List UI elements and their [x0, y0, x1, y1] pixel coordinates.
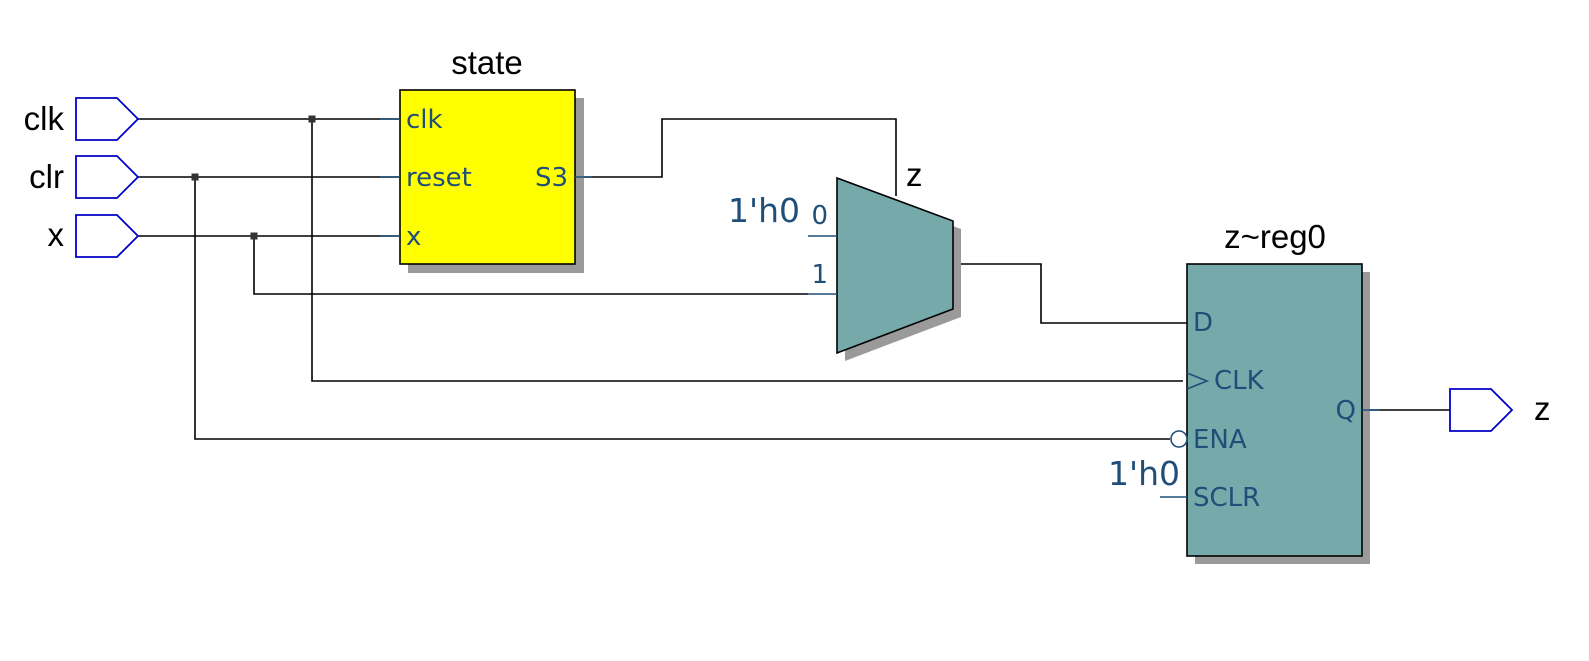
input-pin-clr[interactable]: clr: [29, 155, 140, 199]
register-port-ena: ENA: [1193, 425, 1247, 455]
register-title: z~reg0: [1224, 218, 1326, 255]
register-port-clk: CLK: [1214, 366, 1265, 396]
wire-clr[interactable]: [138, 176, 1170, 440]
input-pin-x-label: x: [48, 216, 65, 253]
junction-x: [250, 232, 258, 240]
wire-s3-to-mux-sel[interactable]: [576, 118, 897, 196]
mux[interactable]: 0 1 1'h0 z: [728, 156, 961, 361]
wire-mux-to-d[interactable]: [953, 263, 1187, 324]
mux-body: [836, 176, 954, 355]
input-pin-clr-label: clr: [29, 158, 64, 195]
register-port-q: Q: [1336, 396, 1356, 426]
state-block[interactable]: state clk reset x S3: [380, 44, 592, 273]
register-body: [1186, 263, 1363, 557]
input-pin-clk-label: clk: [24, 100, 65, 137]
wire-clk[interactable]: [138, 118, 1183, 382]
register-z-reg0[interactable]: z~reg0 D CLK ENA SCLR Q 1'h0: [1108, 218, 1380, 564]
state-port-reset: reset: [406, 163, 472, 193]
register-ena-bubble-icon: [1170, 430, 1188, 448]
mux-output-label: z: [906, 156, 923, 193]
junction-clr: [191, 173, 199, 181]
input-pin-clk-icon: [75, 97, 140, 141]
mux-const-input0: 1'h0: [728, 191, 800, 230]
state-block-title: state: [451, 44, 523, 81]
register-port-d: D: [1193, 308, 1213, 338]
output-pin-z[interactable]: z: [1449, 388, 1551, 432]
input-pin-x[interactable]: x: [48, 214, 140, 258]
mux-input0-label: 0: [811, 201, 828, 231]
state-block-body: [399, 89, 576, 265]
output-pin-z-icon: [1449, 388, 1514, 432]
input-pin-clk[interactable]: clk: [24, 97, 140, 141]
wires: [138, 115, 1450, 440]
state-port-clk: clk: [406, 105, 443, 135]
junction-clk: [308, 115, 316, 123]
input-pin-clr-icon: [75, 155, 140, 199]
state-port-x: x: [406, 222, 421, 252]
register-sclr-const: 1'h0: [1108, 454, 1180, 493]
wire-x[interactable]: [138, 235, 808, 295]
input-pin-x-icon: [75, 214, 140, 258]
state-port-s3: S3: [535, 163, 568, 193]
mux-input1-label: 1: [811, 260, 828, 290]
output-pin-z-label: z: [1534, 390, 1551, 427]
register-port-sclr: SCLR: [1193, 483, 1260, 513]
register-clk-triangle-icon: [1186, 372, 1210, 390]
